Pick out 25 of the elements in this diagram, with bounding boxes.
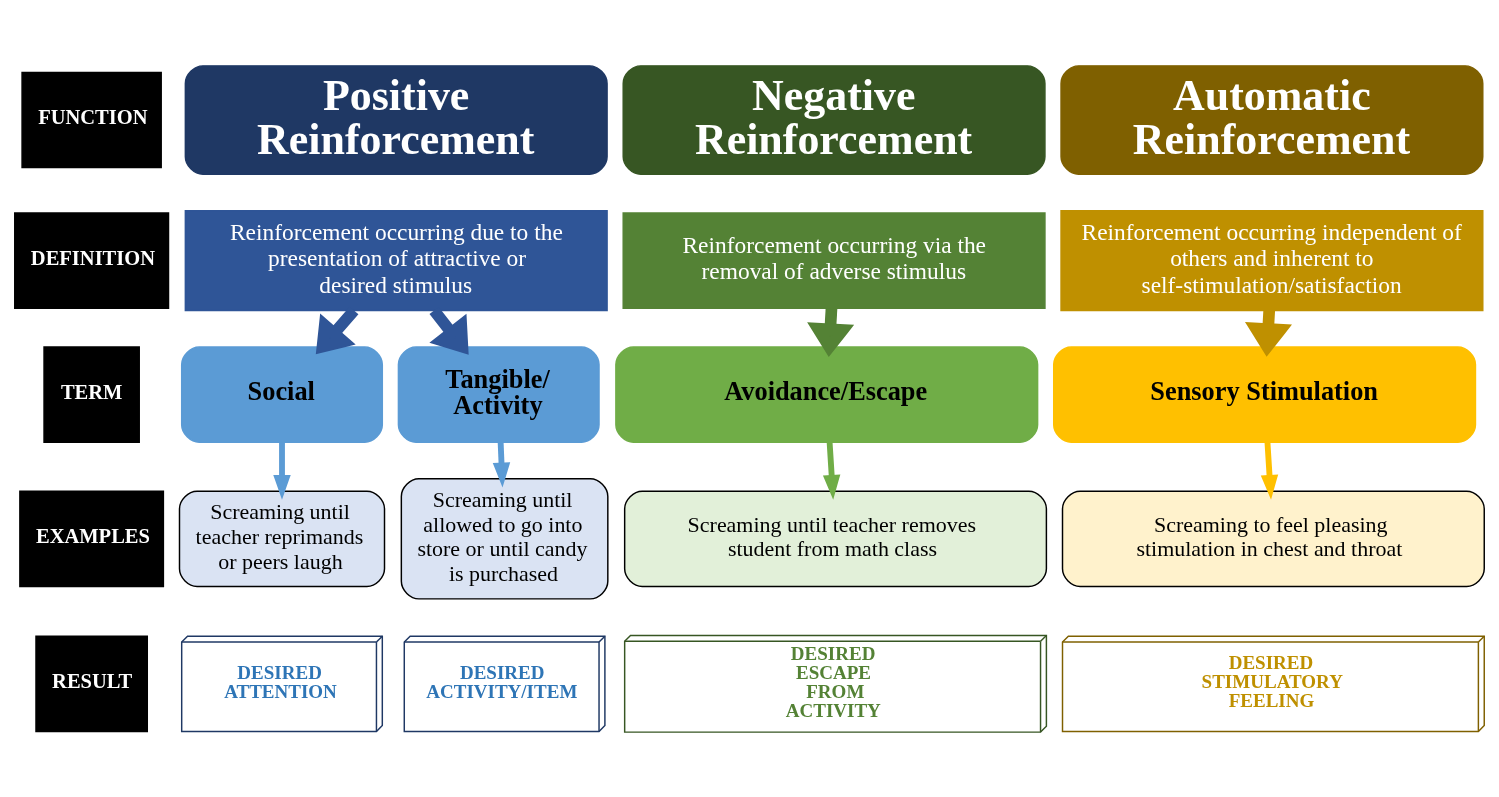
node-box: DEFINITION: [14, 211, 170, 309]
arrow: [822, 441, 841, 500]
node-box: Automatic Reinforcement: [1060, 64, 1484, 175]
node-box: Screaming until allowed to go into store or until candy is purchased: [400, 477, 609, 600]
node-box: Avoidance/Escape: [615, 345, 1039, 443]
node-box: EXAMPLES: [19, 490, 165, 587]
node-box: TERM: [43, 345, 140, 443]
node-box: RESULT: [35, 635, 148, 732]
node-box: Screaming until teacher removes student from math class: [623, 490, 1048, 587]
node-box: Screaming to feel pleasing stimulation in chest and throat: [1061, 490, 1485, 587]
arrow: [273, 441, 291, 500]
arrow: [807, 307, 855, 357]
node-box: Reinforcement occurring due to the presentation of attractive or desired stimulus: [184, 209, 608, 311]
node-box: Positive Reinforcement: [184, 64, 608, 175]
node-box: Sensory Stimulation: [1053, 345, 1477, 443]
arrow: [1260, 441, 1279, 500]
arrow: [492, 441, 511, 487]
node-box: FUNCTION: [21, 71, 162, 168]
node-box: Reinforcement occurring via the removal of adverse stimulus: [622, 211, 1046, 309]
arrow: [1245, 309, 1292, 357]
node-box: Tangible/ Activity: [397, 345, 600, 443]
node-box: Reinforcement occurring independent of others and inherent to self-stimulation/satisfaction: [1060, 209, 1484, 311]
node-box: Social: [180, 345, 384, 443]
node-box: Negative Reinforcement: [622, 64, 1046, 175]
node-box: Screaming until teacher reprimands or peers laugh: [178, 490, 386, 587]
